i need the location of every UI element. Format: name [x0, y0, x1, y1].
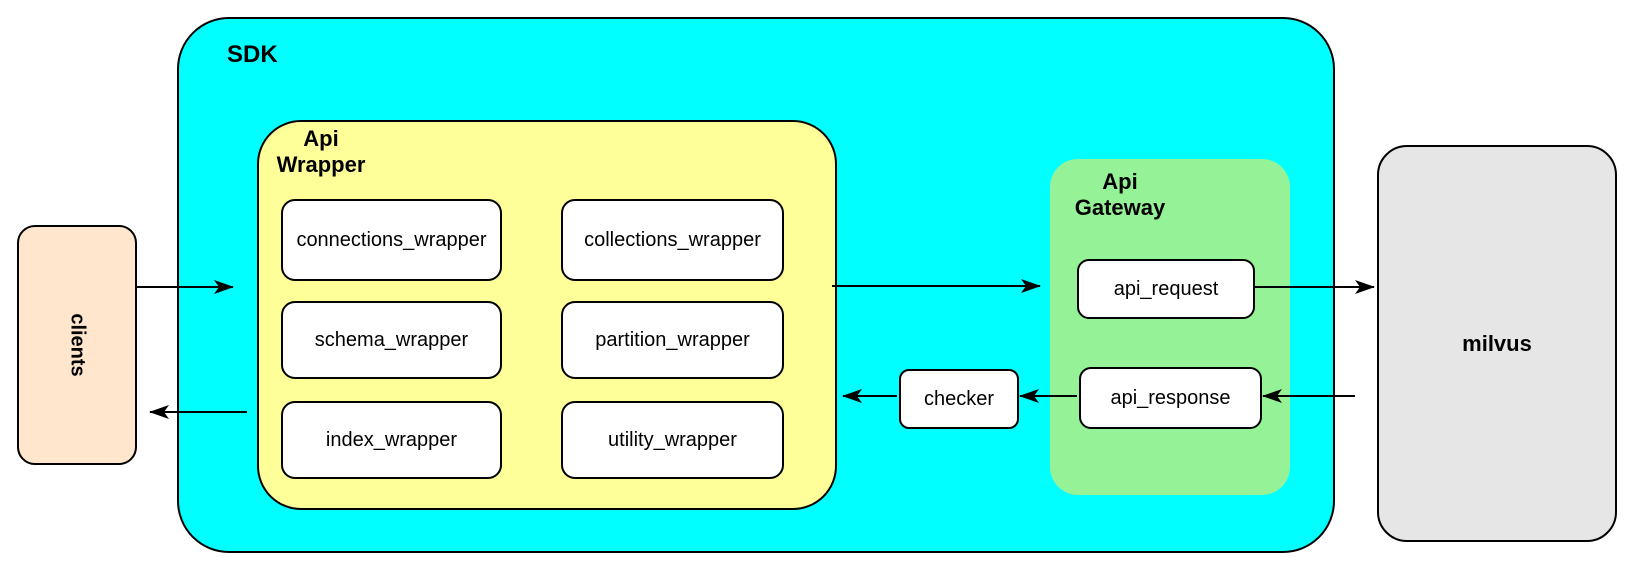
api-response-node: api_response: [1079, 367, 1262, 429]
api-request-node: api_request: [1077, 259, 1255, 319]
api-request-label: api_request: [1113, 277, 1219, 300]
milvus-node: milvus: [1377, 145, 1617, 542]
module-partition-wrapper: partition_wrapper: [561, 301, 784, 379]
api-wrapper-label: Api Wrapper: [276, 126, 366, 177]
module-collections-wrapper-label: collections_wrapper: [584, 228, 761, 251]
module-index-wrapper: index_wrapper: [281, 401, 502, 479]
api-gateway-container: Api Gateway api_request api_response: [1050, 159, 1290, 495]
clients-node: clients: [17, 225, 137, 465]
milvus-label: milvus: [1462, 330, 1532, 356]
api-wrapper-container: Api Wrapper connections_wrapper collecti…: [257, 120, 837, 510]
module-schema-wrapper: schema_wrapper: [281, 301, 502, 379]
clients-label: clients: [66, 313, 89, 377]
module-partition-wrapper-label: partition_wrapper: [595, 328, 750, 351]
module-index-wrapper-label: index_wrapper: [325, 428, 458, 451]
sdk-label: SDK: [227, 41, 278, 68]
module-connections-wrapper-label: connections_wrapper: [296, 228, 487, 251]
api-response-label: api_response: [1110, 386, 1231, 409]
module-utility-wrapper-label: utility_wrapper: [608, 428, 737, 451]
sdk-container: SDK Api Wrapper connections_wrapper coll…: [177, 17, 1335, 553]
module-collections-wrapper: collections_wrapper: [561, 199, 784, 281]
checker-label: checker: [923, 387, 995, 410]
module-schema-wrapper-label: schema_wrapper: [314, 328, 469, 351]
module-connections-wrapper: connections_wrapper: [281, 199, 502, 281]
checker-node: checker: [899, 369, 1019, 429]
module-utility-wrapper: utility_wrapper: [561, 401, 784, 479]
api-gateway-label: Api Gateway: [1074, 169, 1166, 220]
